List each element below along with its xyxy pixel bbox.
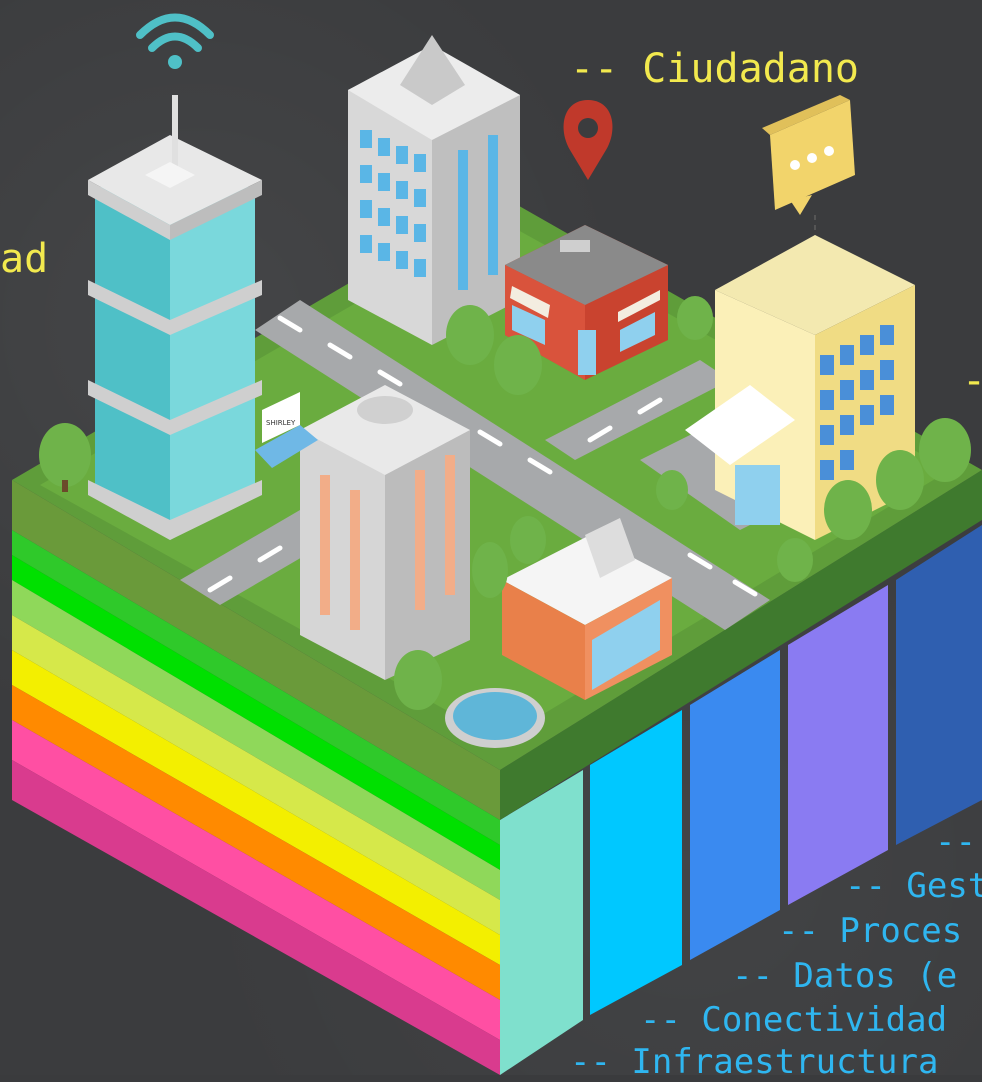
label-layer-procesos: -- Proces — [778, 911, 963, 951]
tree — [677, 296, 713, 340]
road-markings — [207, 315, 758, 597]
tree — [919, 418, 971, 482]
tree — [446, 305, 494, 365]
right-column-3 — [690, 650, 780, 960]
left-layer-4 — [12, 580, 500, 900]
orange-shop — [502, 518, 672, 700]
right-column-2 — [590, 710, 682, 1015]
red-shop — [505, 225, 668, 380]
right-column-4 — [788, 585, 888, 905]
road-cross-top — [545, 360, 730, 460]
tree — [824, 480, 872, 540]
left-layer-8 — [12, 720, 500, 1040]
yellow-apartment-building — [685, 235, 915, 540]
grey-front-building — [300, 385, 470, 680]
tree — [510, 516, 546, 564]
fountain — [445, 688, 545, 748]
left-layer-5 — [12, 615, 500, 935]
grey-office-tower — [348, 35, 520, 345]
left-layer-6 — [12, 650, 500, 965]
tree — [472, 542, 508, 598]
tree — [777, 538, 813, 582]
label-right-dash: - — [962, 358, 982, 404]
right-green-edge — [500, 470, 982, 820]
tree — [494, 335, 542, 395]
tree — [876, 450, 924, 510]
tree — [656, 470, 688, 510]
shirley-sign: SHIRLEY — [255, 392, 318, 468]
label-left-fragment: ad — [0, 236, 49, 282]
tree — [394, 650, 442, 710]
label-citizen: -- Ciudadano — [570, 46, 859, 92]
trees — [39, 296, 971, 710]
sign-text: SHIRLEY — [266, 419, 296, 427]
right-column-stack — [500, 470, 982, 1075]
left-layer-stack — [12, 480, 500, 1075]
label-layer-conectividad: -- Conectividad — [640, 1000, 948, 1040]
left-layer-7 — [12, 685, 500, 1000]
left-layer-9 — [12, 760, 500, 1075]
label-layer-top: -- — [935, 822, 976, 862]
road-diagonal-main — [255, 300, 770, 630]
left-layer-2 — [12, 530, 500, 845]
tree — [39, 423, 91, 492]
right-column-1 — [500, 770, 583, 1075]
left-layer-3 — [12, 555, 500, 870]
left-layer-1 — [12, 480, 500, 820]
glass-tower — [88, 95, 262, 540]
location-pin-icon — [563, 100, 613, 180]
wifi-icon — [136, 13, 214, 69]
label-layer-infraestructura: -- Infraestructura — [570, 1042, 939, 1082]
label-layer-gestion: -- Gest — [845, 866, 982, 906]
label-layer-datos: -- Datos (e — [732, 956, 958, 996]
right-column-5 — [896, 525, 982, 845]
